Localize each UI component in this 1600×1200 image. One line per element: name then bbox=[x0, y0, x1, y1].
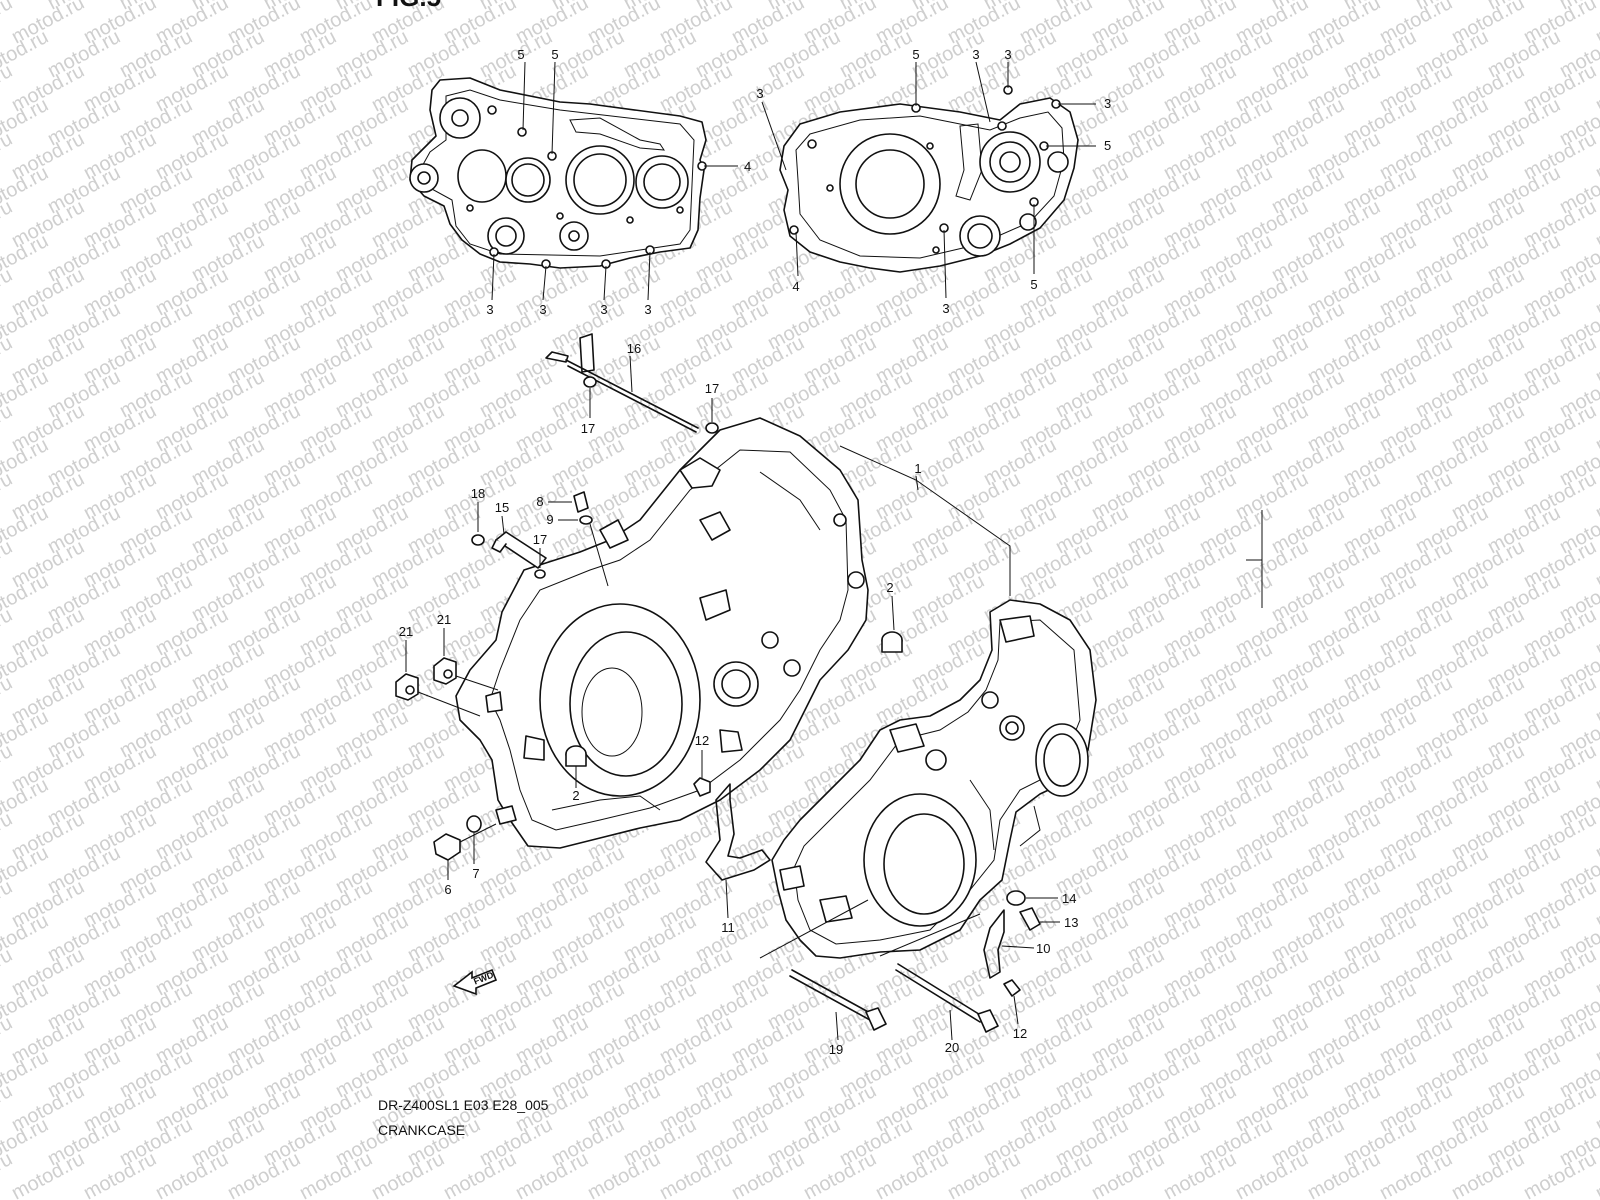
callout-13: 13 bbox=[1064, 915, 1078, 930]
callout-17: 17 bbox=[705, 381, 719, 396]
callout-5: 5 bbox=[517, 47, 524, 62]
figure-title: FIG.5 bbox=[376, 0, 441, 12]
oil-pipe-16 bbox=[545, 333, 719, 434]
callout-21: 21 bbox=[437, 612, 451, 627]
callout-17: 17 bbox=[533, 532, 547, 547]
figure-name: CRANKCASE bbox=[378, 1122, 465, 1138]
callout-16: 16 bbox=[627, 341, 641, 356]
left-case-callouts: 5 5 4 3 3 3 3 bbox=[486, 47, 751, 317]
nut-21-group bbox=[395, 628, 499, 717]
callout-12: 12 bbox=[695, 733, 709, 748]
callout-5: 5 bbox=[912, 47, 919, 62]
callout-5: 5 bbox=[1030, 277, 1037, 292]
crankcase-left-half bbox=[455, 417, 903, 849]
callout-19: 19 bbox=[829, 1042, 843, 1057]
callout-3: 3 bbox=[1104, 96, 1111, 111]
callout-21: 21 bbox=[399, 624, 413, 639]
callout-3: 3 bbox=[486, 302, 493, 317]
crankcase-right-half bbox=[771, 599, 1097, 959]
right-case-half-view bbox=[779, 85, 1079, 273]
callout-4: 4 bbox=[792, 279, 799, 294]
right-case-callouts: 3 5 3 3 3 5 4 3 5 bbox=[756, 47, 1111, 316]
callout-17: 17 bbox=[581, 421, 595, 436]
callout-3: 3 bbox=[539, 302, 546, 317]
drain-plug-group bbox=[433, 815, 497, 880]
callout-6: 6 bbox=[444, 882, 451, 897]
callout-3: 3 bbox=[756, 86, 763, 101]
plate-11-group bbox=[693, 750, 771, 919]
callout-20: 20 bbox=[945, 1040, 959, 1055]
callout-5: 5 bbox=[1104, 138, 1111, 153]
callout-3: 3 bbox=[942, 301, 949, 316]
callout-12: 12 bbox=[1013, 1026, 1027, 1041]
callout-3: 3 bbox=[600, 302, 607, 317]
callout-7: 7 bbox=[472, 866, 479, 881]
left-case-half-view bbox=[409, 77, 707, 269]
callout-1: 1 bbox=[914, 461, 921, 476]
callout-8: 8 bbox=[536, 494, 543, 509]
callout-18: 18 bbox=[471, 486, 485, 501]
bolts-group bbox=[759, 899, 1021, 1041]
plug-13-group bbox=[983, 890, 1060, 979]
callout-3: 3 bbox=[972, 47, 979, 62]
pipe-15-group bbox=[471, 502, 547, 579]
callout-4: 4 bbox=[744, 159, 751, 174]
callout-3: 3 bbox=[1004, 47, 1011, 62]
model-code: DR-Z400SL1 E03 E28_005 bbox=[378, 1097, 549, 1113]
callout-9: 9 bbox=[546, 512, 553, 527]
callout-15: 15 bbox=[495, 500, 509, 515]
crankcase-callouts: 1 2 2 bbox=[572, 445, 1011, 803]
callout-11: 11 bbox=[721, 920, 735, 935]
callout-5: 5 bbox=[551, 47, 558, 62]
callout-10: 10 bbox=[1036, 941, 1050, 956]
callout-14: 14 bbox=[1062, 891, 1076, 906]
callout-2: 2 bbox=[572, 788, 579, 803]
callout-2: 2 bbox=[886, 580, 893, 595]
callout-3: 3 bbox=[644, 302, 651, 317]
jet-8-group bbox=[548, 491, 609, 587]
